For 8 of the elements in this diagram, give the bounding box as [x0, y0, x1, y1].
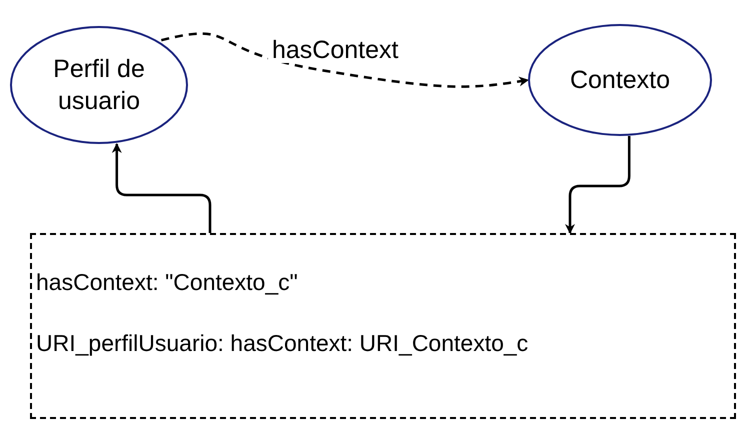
- annotation-text: URI_perfilUsuario: hasContext: URI_Contexto_c: [36, 332, 530, 355]
- node-label: Perfil de usuario: [52, 54, 146, 117]
- arrow: [161, 32, 529, 88]
- arrow: [565, 136, 630, 234]
- dashed-box: [30, 233, 736, 419]
- node-label: Contexto: [568, 64, 672, 96]
- annotation-text: hasContext: "Contexto_c": [36, 271, 299, 294]
- arrow: [112, 143, 212, 233]
